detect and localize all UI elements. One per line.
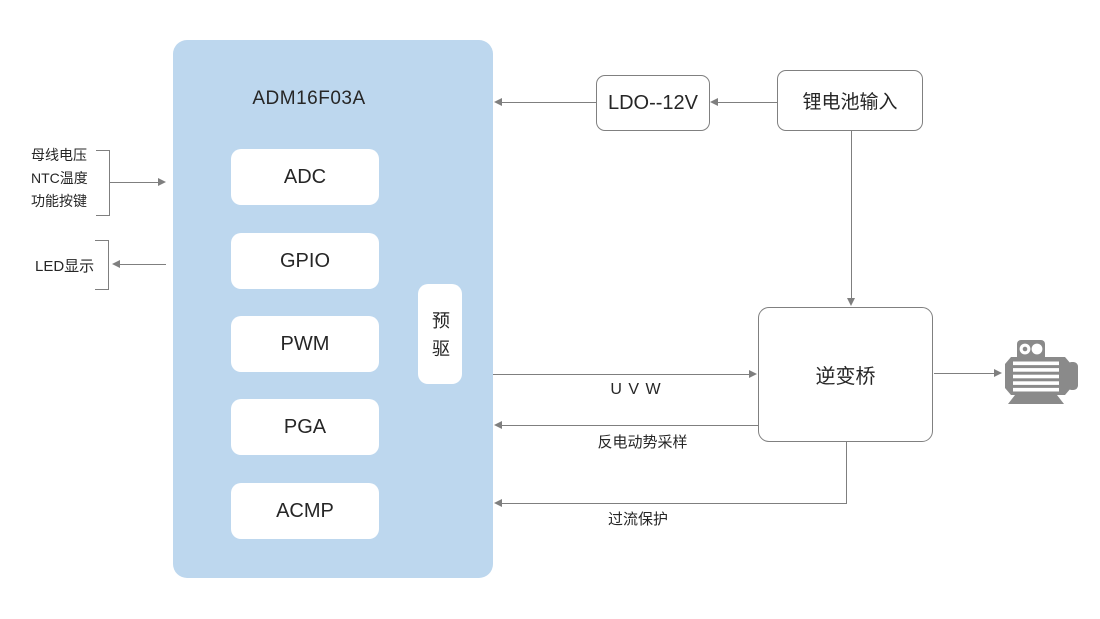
arrow-back-emf-line — [502, 425, 758, 426]
arrow-inputs-to-chip-line — [109, 182, 158, 183]
arrow-battery-to-ldo-head — [710, 98, 718, 106]
arrow-back-emf-head — [494, 421, 502, 429]
arrow-overcurrent-vline — [846, 442, 847, 504]
arrow-battery-to-inverter-line — [851, 131, 852, 299]
overcurrent-label: 过流保护 — [607, 511, 668, 528]
arrow-uvw-head — [749, 370, 757, 378]
chip-title: ADM16F03A — [252, 88, 366, 109]
arrow-ldo-to-chip-line — [502, 102, 596, 103]
inverter-bridge-box: 逆变桥 — [758, 307, 933, 442]
chip-module-gpio: GPIO — [231, 233, 379, 289]
chip-module-predriver: 预驱 — [418, 284, 462, 384]
left-input-ntc-temp: NTC温度 — [31, 170, 88, 186]
arrow-ldo-to-chip-head — [494, 98, 502, 106]
arrow-inverter-to-motor-line — [934, 373, 994, 374]
motor-icon-svg — [1005, 340, 1078, 404]
arrow-inputs-to-chip-head — [158, 178, 166, 186]
arrow-battery-to-ldo-line — [716, 102, 777, 103]
arrow-chip-to-led-head — [112, 260, 120, 268]
ldo-box: LDO--12V — [596, 75, 710, 131]
arrow-overcurrent-line — [502, 503, 847, 504]
battery-input-box: 锂电池输入 — [777, 70, 923, 131]
led-group-bracket — [95, 240, 109, 290]
left-input-function-keys: 功能按键 — [31, 193, 87, 209]
left-input-labels: 母线电压 NTC温度 功能按键 — [31, 144, 88, 213]
input-group-bracket — [96, 150, 110, 216]
arrow-overcurrent-head — [494, 499, 502, 507]
back-emf-label: 反电动势采样 — [597, 434, 688, 451]
arrow-inverter-to-motor-head — [994, 369, 1002, 377]
chip-module-adc: ADC — [231, 149, 379, 205]
arrow-chip-to-led-line — [120, 264, 166, 265]
left-input-bus-voltage: 母线电压 — [31, 147, 87, 163]
led-display-label: LED显示 — [35, 258, 95, 275]
motor-icon — [1002, 338, 1080, 408]
chip-module-pwm: PWM — [231, 316, 379, 372]
arrow-uvw-line — [493, 374, 749, 375]
arrow-battery-to-inverter-head — [847, 298, 855, 306]
chip-module-pga: PGA — [231, 399, 379, 455]
uvw-label: U V W — [610, 381, 662, 398]
chip-module-acmp: ACMP — [231, 483, 379, 539]
